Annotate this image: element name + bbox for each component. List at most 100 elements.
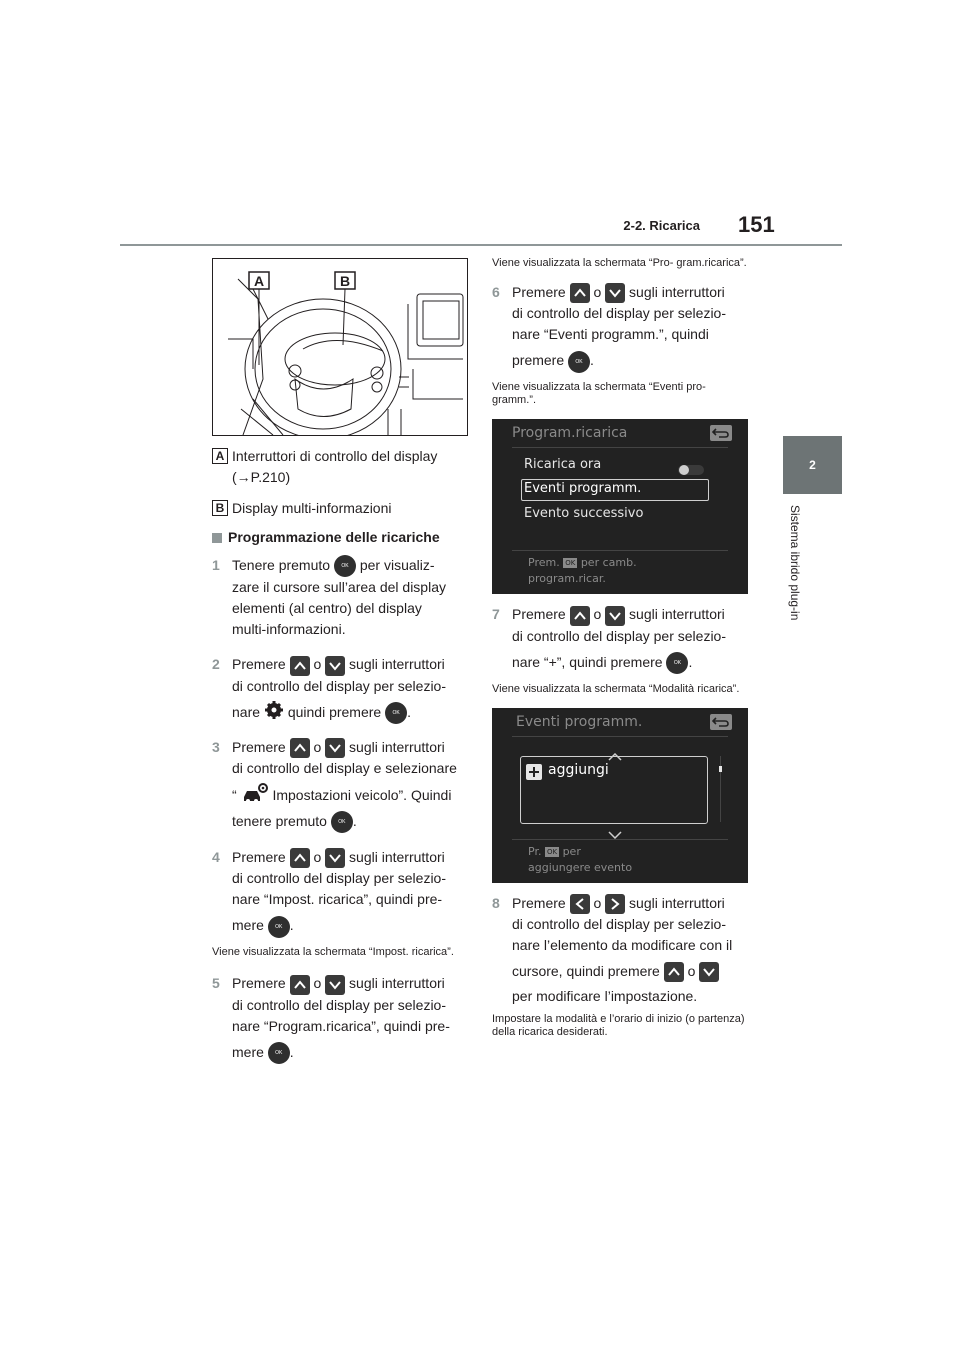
toggle-switch-icon [678, 461, 704, 480]
selection-frame [520, 755, 708, 824]
hint-text: aggiungere evento [528, 860, 633, 874]
step-text: sugli interruttori [349, 656, 445, 673]
section-title-text: Programmazione delle ricariche [228, 529, 440, 545]
step-text: di controllo del display e selezionare [232, 759, 457, 776]
chevron-up-icon [289, 974, 310, 995]
step-text: cursore, quindi premere [512, 962, 660, 979]
ok-badge-icon: OK [563, 558, 578, 569]
step-text: Premere [512, 284, 566, 300]
step-number: 4 [212, 849, 220, 866]
chevron-up-icon [569, 283, 590, 304]
chevron-down-icon [699, 962, 720, 983]
step-text: “ [232, 786, 237, 803]
chevron-right-icon [605, 893, 626, 914]
step-text: di controllo del display per selezio- [232, 870, 446, 887]
ok-button-icon: OK [333, 555, 356, 578]
label-b-badge: B [212, 500, 228, 516]
step-text: per modificare l’impostazione. [512, 987, 698, 1004]
step-text: o [313, 738, 322, 755]
step-text: sugli interruttori [349, 738, 445, 755]
step-text: o [313, 975, 322, 992]
step-text: sugli interruttori [629, 606, 725, 623]
screen-hint: Prem. OK per camb. program.ricar. [528, 555, 637, 587]
page-number: 151 [738, 212, 775, 237]
step-text: o [313, 656, 322, 673]
chevron-up-icon [289, 655, 310, 676]
chevron-up-icon [569, 605, 590, 626]
step-text: sugli interruttori [629, 284, 725, 300]
step-text: Premere [232, 656, 286, 673]
chapter-tab: 2 [783, 436, 842, 494]
program-ricarica-screen: Program.ricarica Ricarica ora Eventi pro… [492, 419, 748, 595]
ok-badge-icon: OK [544, 846, 560, 857]
step-text: mere [232, 917, 264, 934]
step-text: Tenere premuto [232, 557, 331, 573]
step-text: . [289, 1043, 294, 1060]
step-1: 1 Tenere premuto OK per visualiz- zare i… [212, 555, 472, 640]
chevron-up-icon [663, 962, 684, 983]
step-text: sugli interruttori [349, 849, 445, 866]
divider [512, 550, 728, 552]
left-column: A B A Interruttori di controllo del disp… [212, 258, 472, 1067]
chapter-tab-label: Sistema ibrido plug-in [788, 505, 802, 621]
chevron-down-icon [325, 737, 346, 758]
step-text: nare “Impost. ricarica”, quindi pre- [232, 891, 443, 908]
divider [512, 735, 728, 737]
step-text: tenere premuto [232, 812, 327, 829]
scrollbar-thumb [719, 765, 722, 772]
step-text: Premere [232, 975, 286, 992]
step-text: per visualiz- [359, 557, 435, 573]
step-text: di controllo del display per selezio- [232, 677, 446, 694]
step-2: 2 Premere o sugli interruttori di contro… [212, 654, 472, 726]
vehicle-settings-icon [241, 782, 269, 810]
ok-button-icon: OK [267, 915, 290, 938]
divider [512, 447, 728, 449]
step-text: elementi (al centro) del display [232, 600, 422, 617]
step-text: o [313, 849, 322, 866]
step-text: . [289, 917, 294, 934]
step-number: 8 [492, 894, 500, 911]
step-text: Premere [512, 894, 566, 911]
ok-button-icon: OK [385, 701, 408, 724]
chevron-up-icon [608, 746, 622, 765]
legend-b-text: Display multi-informazioni [232, 500, 392, 516]
ok-button-icon: OK [267, 1042, 290, 1065]
label-a-badge: A [212, 448, 228, 464]
step-text: o [687, 962, 696, 979]
legend-a-text: Interruttori di controllo del display [232, 448, 438, 464]
menu-item-highlight [521, 479, 709, 502]
step-text: di controllo del display per selezio- [512, 305, 726, 322]
step-3: 3 Premere o sugli interruttori di contro… [212, 737, 472, 834]
step-5-note: Viene visualizzata la schermata “Pro- gr… [492, 257, 747, 269]
step-4-note: Viene visualizzata la schermata “Impost.… [212, 946, 454, 959]
header-rule [120, 244, 842, 246]
hint-text: Prem. [528, 556, 560, 570]
back-icon [710, 425, 732, 445]
section-square-icon [212, 533, 222, 543]
chevron-down-icon [605, 605, 626, 626]
chevron-up-icon [289, 737, 310, 758]
step-text: di controllo del display per selezio- [512, 915, 726, 932]
step-text: . [352, 812, 357, 829]
step-text: di controllo del display per selezio- [512, 627, 726, 644]
step-text: Premere [512, 606, 566, 623]
chevron-down-icon [325, 974, 346, 995]
step-text: Premere [232, 849, 286, 866]
step-text: nare l’elemento da modificare con il [512, 936, 733, 953]
step-number: 2 [212, 656, 220, 673]
hint-text: per [562, 844, 581, 858]
hint-text: Pr. [528, 844, 542, 858]
step-text: premere [512, 352, 565, 369]
chevron-down-icon [325, 655, 346, 676]
step-text: nare “Eventi programm.”, quindi [512, 326, 709, 343]
right-column: Viene visualizzata la schermata “Pro- gr… [492, 257, 752, 1039]
step-6-note: Viene visualizzata la schermata “Eventi … [492, 381, 706, 407]
step-number: 6 [492, 284, 500, 300]
step-text: o [593, 894, 602, 911]
menu-item-evento-successivo: Evento successivo [524, 506, 644, 522]
add-event-item: aggiungi [548, 761, 609, 778]
step-text: sugli interruttori [349, 975, 445, 992]
back-icon [710, 713, 732, 734]
figure-label-a: A [254, 273, 264, 289]
ok-button-icon: OK [330, 811, 353, 834]
